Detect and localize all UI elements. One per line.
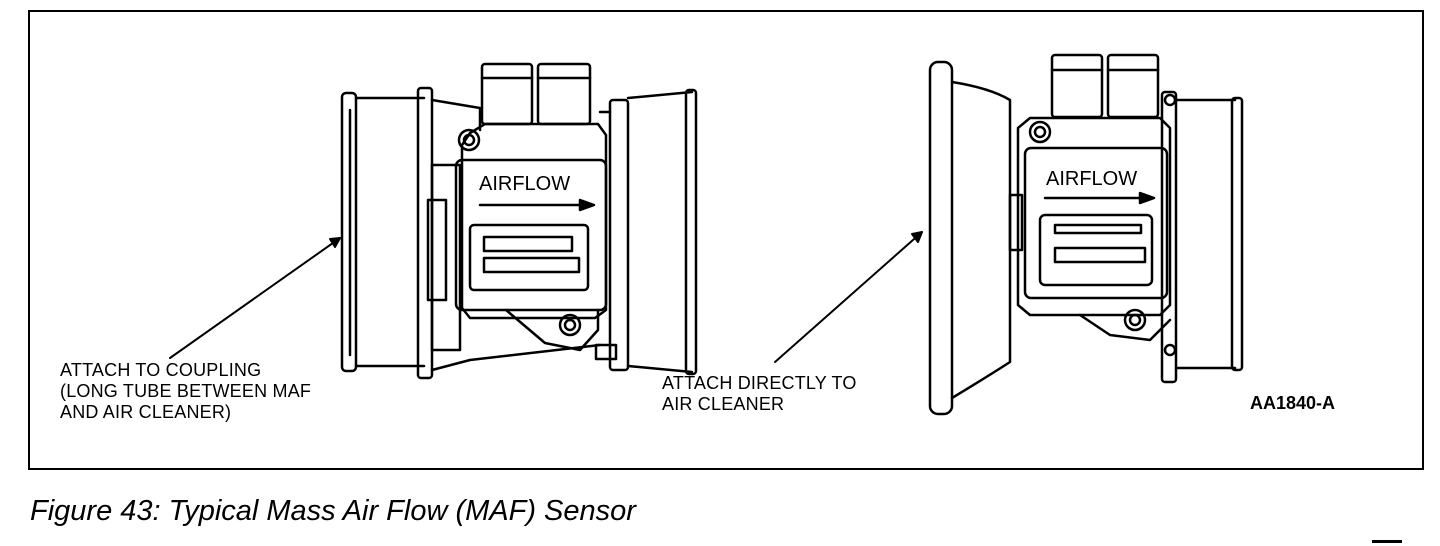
- right-attach-annotation: ATTACH DIRECTLY TO AIR CLEANER: [662, 373, 857, 414]
- figure-caption: Figure 43: Typical Mass Air Flow (MAF) S…: [30, 495, 636, 527]
- figure-frame: [28, 10, 1424, 470]
- left-attach-annotation: ATTACH TO COUPLING (LONG TUBE BETWEEN MA…: [60, 360, 312, 422]
- left-airflow-text: AIRFLOW: [479, 173, 570, 195]
- right-maf-sensor: AIRFLOW: [928, 53, 1244, 416]
- right-airflow-text: AIRFLOW: [1046, 168, 1137, 190]
- leader-lines: [169, 231, 923, 363]
- corner-mark: [1372, 540, 1402, 543]
- left-maf-sensor: AIRFLOW: [340, 62, 698, 380]
- reference-code: AA1840-A: [1250, 393, 1336, 413]
